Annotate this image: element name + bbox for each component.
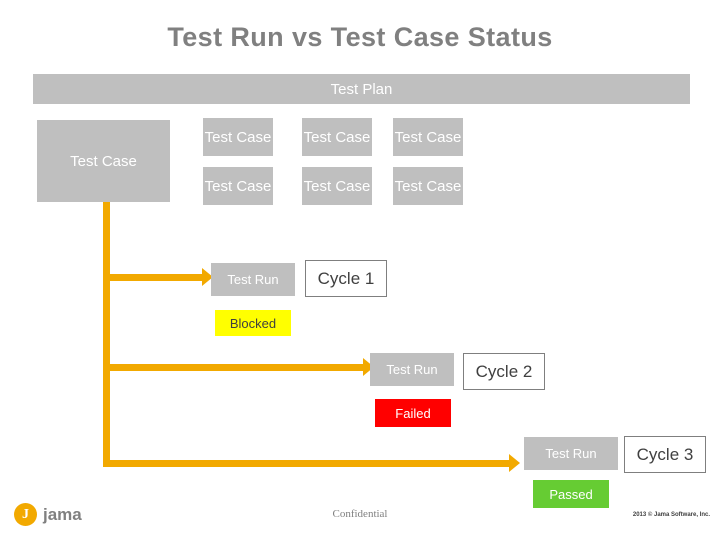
connector-branch-1 — [103, 274, 203, 281]
cycle-box-2: Cycle 2 — [463, 353, 545, 390]
connector-branch-2 — [103, 364, 364, 371]
test-case-cell: Test Case — [203, 167, 273, 205]
test-case-group-label: Test Case — [70, 152, 137, 170]
jama-logo-text: jama — [43, 504, 82, 524]
status-badge-failed: Failed — [375, 399, 451, 427]
connector-trunk — [103, 202, 110, 467]
test-case-cell: Test Case — [302, 118, 372, 156]
jama-logo: J jama — [14, 503, 82, 526]
cycle-box-1: Cycle 1 — [305, 260, 387, 297]
test-case-cell: Test Case — [203, 118, 273, 156]
connector-arrow-2 — [363, 358, 374, 376]
test-plan-bar: Test Plan — [33, 74, 690, 104]
status-badge-blocked: Blocked — [215, 310, 291, 336]
connector-arrow-1 — [202, 268, 213, 286]
status-badge-passed: Passed — [533, 480, 609, 508]
page-title: Test Run vs Test Case Status — [167, 22, 553, 52]
test-case-cell: Test Case — [393, 167, 463, 205]
footer-confidential: Confidential — [332, 508, 388, 520]
test-run-box-1: Test Run — [211, 263, 295, 296]
footer-copyright: 2013 © Jama Software, Inc. — [632, 512, 710, 518]
connector-branch-3 — [103, 460, 510, 467]
test-case-cell: Test Case — [302, 167, 372, 205]
connector-arrow-3 — [509, 454, 520, 472]
jama-logo-icon: J — [14, 503, 37, 526]
test-run-box-3: Test Run — [524, 437, 618, 470]
test-plan-label: Test Plan — [330, 80, 393, 98]
test-case-group: Test Case — [37, 120, 170, 202]
test-run-box-2: Test Run — [370, 353, 454, 386]
test-case-cell: Test Case — [393, 118, 463, 156]
cycle-box-3: Cycle 3 — [624, 436, 706, 473]
